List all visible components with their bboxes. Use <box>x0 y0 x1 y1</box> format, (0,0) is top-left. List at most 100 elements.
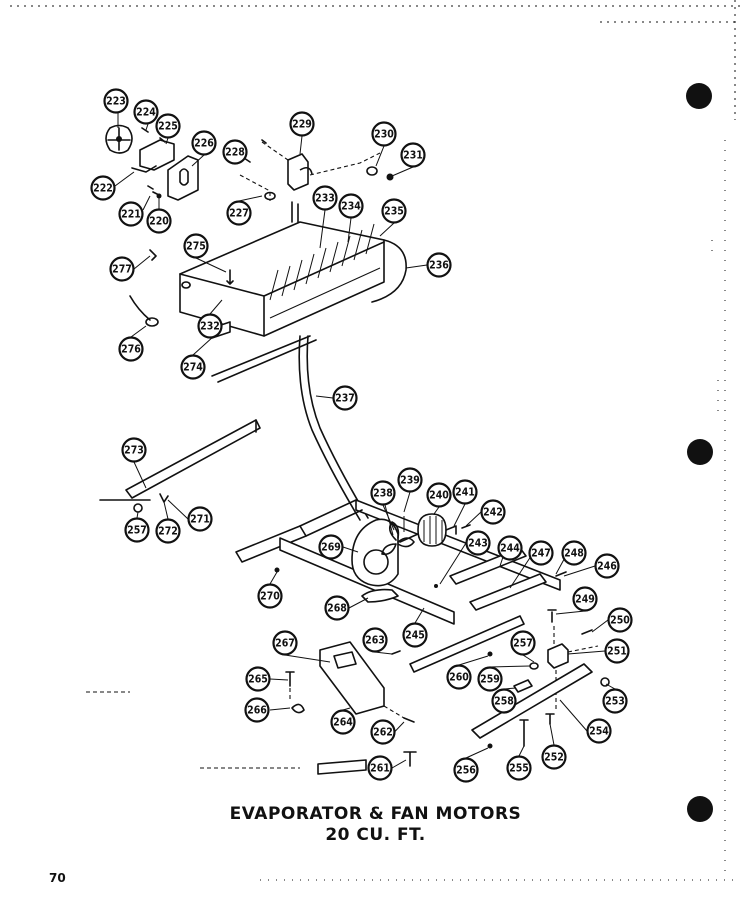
callout-number: 269 <box>321 542 341 554</box>
callout-number: 250 <box>610 615 630 627</box>
callout-circle <box>572 586 598 612</box>
callout-237: 237 <box>332 385 358 411</box>
callout-241: 241 <box>452 479 478 505</box>
shroud-opening <box>363 549 389 575</box>
right-hardware <box>471 571 610 749</box>
callout-circle <box>426 482 452 508</box>
washer-257-left <box>133 503 143 513</box>
callout-number: 252 <box>544 752 564 764</box>
callout-274: 274 <box>180 354 206 380</box>
screw-265 <box>285 671 295 687</box>
nut-256 <box>487 743 493 749</box>
dashed-leader-262 <box>383 705 405 719</box>
callout-232: 232 <box>197 313 223 339</box>
callout-264: 264 <box>330 709 356 735</box>
callout-labels: 2232242252262222212202282292302312272332… <box>90 88 633 783</box>
leader-lines <box>114 113 616 769</box>
callout-254: 254 <box>586 718 612 744</box>
callout-circle <box>289 111 315 137</box>
callout-255: 255 <box>506 755 532 781</box>
callout-247: 247 <box>528 540 554 566</box>
defrost-limiter-group <box>239 139 394 201</box>
callout-239: 239 <box>397 467 423 493</box>
callout-275: 275 <box>183 233 209 259</box>
callout-number: 272 <box>158 526 178 538</box>
callout-circle <box>561 540 587 566</box>
callout-number: 237 <box>335 393 355 405</box>
binder-hole-top <box>686 83 712 109</box>
plug-276 <box>145 317 159 327</box>
callout-number: 262 <box>373 727 393 739</box>
callout-number: 276 <box>121 344 141 356</box>
callout-231: 231 <box>400 142 426 168</box>
motor-shaft <box>399 533 419 543</box>
callout-number: 233 <box>315 193 335 205</box>
callout-number: 258 <box>494 696 514 708</box>
callout-235: 235 <box>381 198 407 224</box>
evaporator-tube <box>291 201 407 303</box>
callout-261: 261 <box>367 755 393 781</box>
callout-number: 248 <box>564 548 584 560</box>
callout-240: 240 <box>426 482 452 508</box>
callout-circle <box>491 688 517 714</box>
callout-233: 233 <box>312 185 338 211</box>
callout-circle <box>371 121 397 147</box>
callout-circle <box>446 664 472 690</box>
callout-276: 276 <box>118 336 144 362</box>
cable-276 <box>129 295 151 321</box>
grommet-227 <box>264 191 276 201</box>
callout-221: 221 <box>118 201 144 227</box>
lower-bracket-264 <box>86 641 417 775</box>
callout-number: 225 <box>158 121 178 133</box>
callout-circle <box>146 208 172 234</box>
screw-242 <box>461 524 471 529</box>
callout-270: 270 <box>257 583 283 609</box>
fan-motor-assembly <box>274 504 471 603</box>
binder-hole-bottom <box>687 796 713 822</box>
callout-circle <box>118 336 144 362</box>
callout-230: 230 <box>371 121 397 147</box>
callout-273: 273 <box>121 437 147 463</box>
screw-246 <box>555 571 567 577</box>
bracket-273-rail <box>125 419 261 499</box>
callout-252: 252 <box>541 744 567 770</box>
callout-number: 274 <box>183 362 203 374</box>
callout-number: 245 <box>405 630 425 642</box>
callout-circle <box>226 200 252 226</box>
diagram-caption-title: EVAPORATOR & FAN MOTORS <box>229 804 522 824</box>
callout-234: 234 <box>338 193 364 219</box>
callout-circle <box>109 256 135 282</box>
callout-245: 245 <box>402 622 428 648</box>
callout-circle <box>312 185 338 211</box>
callout-circle <box>381 198 407 224</box>
callout-number: 222 <box>93 183 113 195</box>
callout-256: 256 <box>453 757 479 783</box>
callout-244: 244 <box>497 535 523 561</box>
shroud-slot <box>179 168 189 186</box>
callout-251: 251 <box>604 638 630 664</box>
callout-238: 238 <box>370 480 396 506</box>
callout-circle <box>602 688 628 714</box>
callout-circle <box>90 175 116 201</box>
drain-trough-lines <box>211 335 317 383</box>
callout-number: 229 <box>292 119 312 131</box>
callout-circle <box>370 719 396 745</box>
callout-257: 257 <box>510 630 536 656</box>
part-258 <box>513 679 533 693</box>
callout-circle <box>607 607 633 633</box>
callout-number: 263 <box>365 635 385 647</box>
callout-227: 227 <box>226 200 252 226</box>
callout-circle <box>477 666 503 692</box>
frame-rail-right <box>355 499 561 591</box>
callout-number: 273 <box>124 445 144 457</box>
callout-number: 267 <box>275 638 295 650</box>
clip-277 <box>149 249 157 261</box>
screw-262 <box>403 717 415 723</box>
upper-fan-assembly <box>105 124 199 201</box>
callout-circle <box>452 479 478 505</box>
callout-224: 224 <box>133 99 159 125</box>
callout-number: 268 <box>327 603 347 615</box>
screw-set-upper-left <box>141 127 166 196</box>
callout-circle <box>121 437 147 463</box>
